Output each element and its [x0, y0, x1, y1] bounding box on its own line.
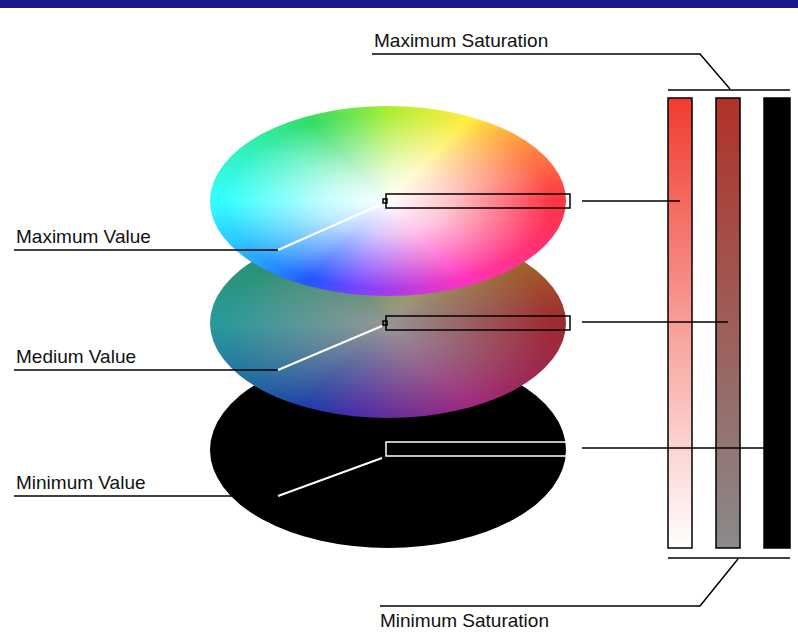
- black-bar: [764, 98, 790, 548]
- sample-strips: [383, 194, 570, 456]
- value-label: Minimum Value: [16, 472, 146, 494]
- value-label: Maximum Value: [16, 226, 151, 248]
- saturation-label: Maximum Saturation: [374, 30, 548, 52]
- full-saturation-bar: [668, 98, 692, 548]
- medium-bar: [716, 98, 740, 548]
- max-value-disc: [210, 106, 566, 296]
- saturation-label: Minimum Saturation: [380, 610, 549, 632]
- value-label: Medium Value: [16, 346, 136, 368]
- header-bar: [0, 0, 798, 8]
- leader-lines: [14, 54, 790, 606]
- leader-lines-on-disc: [278, 204, 382, 496]
